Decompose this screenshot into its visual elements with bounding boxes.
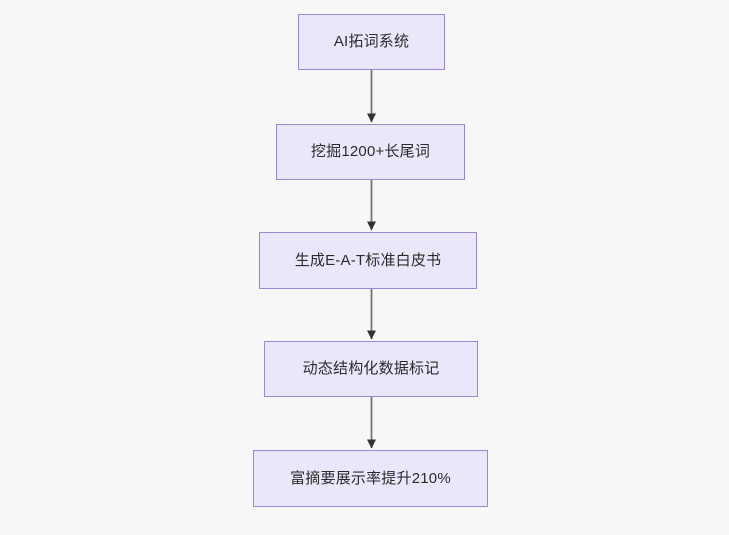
node-label: AI拓词系统 — [333, 33, 410, 50]
flowchart-node-rich-snippet-impression-lift[interactable]: 富摘要展示率提升210% — [253, 450, 488, 507]
node-label: 动态结构化数据标记 — [302, 360, 440, 377]
node-label: 生成E-A-T标准白皮书 — [294, 251, 442, 269]
flowchart-node-dynamic-structured-data-markup[interactable]: 动态结构化数据标记 — [264, 341, 478, 397]
flowchart-node-generate-eat-whitepaper[interactable]: 生成E-A-T标准白皮书 — [259, 232, 477, 289]
node-label: 富摘要展示率提升210% — [290, 469, 451, 487]
flowchart-node-mine-longtail-keywords[interactable]: 挖掘1200+长尾词 — [276, 124, 465, 180]
node-label: 挖掘1200+长尾词 — [310, 143, 431, 160]
flowchart-node-ai-keyword-system[interactable]: AI拓词系统 — [298, 14, 445, 70]
